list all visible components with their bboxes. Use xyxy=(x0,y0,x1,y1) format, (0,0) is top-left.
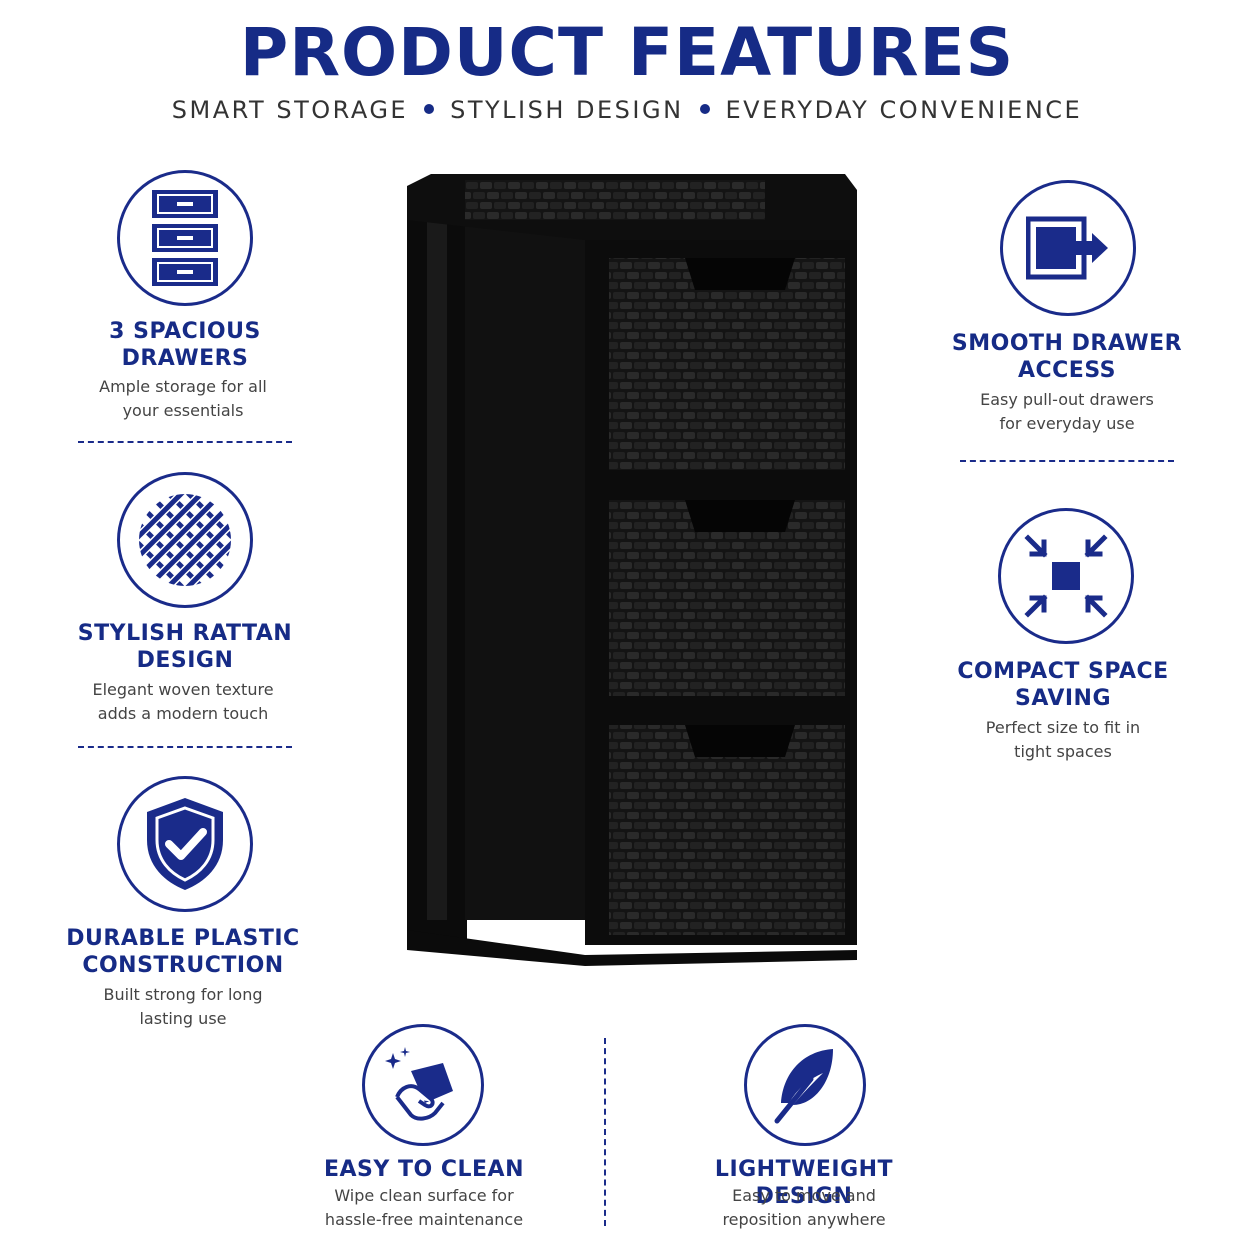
feature-title-smooth: SMOOTH DRAWER ACCESS xyxy=(940,330,1194,384)
feature-title-line: DRAWERS xyxy=(121,346,249,371)
feature-title-light: LIGHTWEIGHT DESIGN xyxy=(714,1157,894,1209)
feature-desc-smooth: Easy pull-out drawers for everyday use xyxy=(940,388,1194,436)
feature-title-line: DURABLE PLASTIC xyxy=(66,926,300,951)
compress-icon xyxy=(998,508,1134,644)
divider xyxy=(78,746,292,748)
feature-desc-line: lasting use xyxy=(139,1009,227,1028)
feature-desc-line: for everyday use xyxy=(999,414,1135,433)
shield-check-icon xyxy=(117,776,253,912)
drawer-bottom xyxy=(585,705,857,945)
feature-desc-line: reposition anywhere xyxy=(722,1210,886,1229)
feature-desc-line: Built strong for long xyxy=(103,985,263,1004)
feature-desc-line: Ample storage for all xyxy=(99,377,267,396)
feature-title-drawers: 3 SPACIOUS DRAWERS xyxy=(60,318,310,372)
feature-desc-rattan: Elegant woven texture adds a modern touc… xyxy=(60,678,306,726)
feature-desc-durable: Built strong for long lasting use xyxy=(60,983,306,1031)
feature-title-line: DESIGN xyxy=(136,648,234,673)
vertical-divider xyxy=(604,1038,606,1226)
feature-desc-line: adds a modern touch xyxy=(97,704,269,723)
feature-desc-line: your essentials xyxy=(122,401,244,420)
feature-title-line: SAVING xyxy=(1014,686,1112,711)
feature-desc-line: Wipe clean surface for xyxy=(334,1186,514,1205)
drawer-pull-icon xyxy=(1000,180,1136,316)
feature-title-line: SMOOTH DRAWER xyxy=(951,331,1183,356)
tagline-item: EVERYDAY CONVENIENCE xyxy=(725,96,1083,124)
feature-desc-clean: Wipe clean surface for hassle-free maint… xyxy=(300,1184,548,1232)
feather-icon xyxy=(744,1024,866,1146)
feature-desc-line: Perfect size to fit in xyxy=(985,718,1141,737)
feature-desc-line: Easy pull-out drawers xyxy=(980,390,1154,409)
feature-desc-line: tight spaces xyxy=(1014,742,1112,761)
divider xyxy=(78,441,292,443)
feature-desc-line: Elegant woven texture xyxy=(92,680,274,699)
feature-title-compact: COMPACT SPACE SAVING xyxy=(935,658,1191,712)
bullet-dot xyxy=(699,104,710,114)
feature-desc-compact: Perfect size to fit in tight spaces xyxy=(935,716,1191,764)
feature-title-line: STYLISH RATTAN xyxy=(77,621,293,646)
feature-title-durable: DURABLE PLASTIC CONSTRUCTION xyxy=(58,925,308,979)
tagline: SMART STORAGE STYLISH DESIGN EVERYDAY CONV… xyxy=(0,96,1254,124)
feature-title-line: ACCESS xyxy=(1017,358,1117,383)
drawers-icon xyxy=(117,170,253,306)
feature-desc-line: hassle-free maintenance xyxy=(324,1210,524,1229)
tagline-item: STYLISH DESIGN xyxy=(450,96,684,124)
woven-texture-icon xyxy=(117,472,253,608)
tagline-item: SMART STORAGE xyxy=(171,96,409,124)
feature-title-line: CONSTRUCTION xyxy=(82,953,284,978)
drawer-middle xyxy=(585,480,857,705)
feature-title-rattan: STYLISH RATTAN DESIGN xyxy=(60,620,310,674)
bullet-dot xyxy=(424,104,435,114)
feature-desc-drawers: Ample storage for all your essentials xyxy=(60,375,306,423)
feature-title-clean: EASY TO CLEAN xyxy=(324,1157,524,1182)
feature-desc-line: Easy to move and xyxy=(732,1186,876,1205)
storage-drawer-unit xyxy=(407,174,857,966)
divider xyxy=(960,460,1174,462)
feature-desc-light: Easy to move and reposition anywhere xyxy=(664,1184,944,1232)
page-title: PRODUCT FEATURES xyxy=(239,14,1015,91)
feature-title-line: 3 SPACIOUS xyxy=(109,319,261,344)
drawer-top xyxy=(585,240,857,480)
wipe-hand-icon xyxy=(362,1024,484,1146)
feature-title-line: COMPACT SPACE xyxy=(957,659,1169,684)
